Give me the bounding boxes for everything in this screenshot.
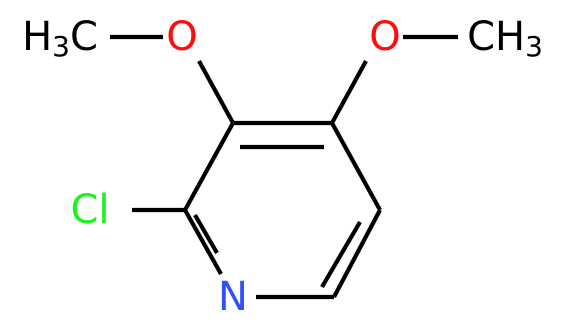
atom-labels: O O N Cl H3C CH3: [22, 14, 543, 320]
methyl-right-ch: CH: [467, 14, 525, 60]
methyl-left-h: H: [22, 14, 52, 60]
nitrogen-label: N: [218, 274, 248, 320]
bond-c5-c6-inner: [320, 220, 362, 289]
bond-c2-c3: [183, 121, 235, 212]
bond-c3-o-left: [197, 59, 235, 125]
oxygen-left-label: O: [166, 14, 197, 60]
methyl-left-c: C: [70, 14, 98, 60]
bond-n-c2: [183, 208, 223, 276]
chlorine-label: Cl: [70, 187, 109, 233]
methyl-right-subscript: 3: [525, 30, 543, 63]
bond-c4-c5: [330, 121, 382, 212]
methyl-right-label: CH3: [467, 14, 543, 63]
methyl-left-subscript: 3: [52, 30, 70, 63]
substituent-bonds: [110, 34, 458, 213]
oxygen-right-label: O: [369, 14, 400, 60]
bond-n-c2-inner: [193, 213, 219, 255]
methyl-left-label: H3C: [22, 14, 98, 63]
bond-c4-o-right: [330, 59, 368, 125]
pyridine-ring: [183, 120, 382, 300]
bond-c5-c6: [332, 209, 382, 298]
